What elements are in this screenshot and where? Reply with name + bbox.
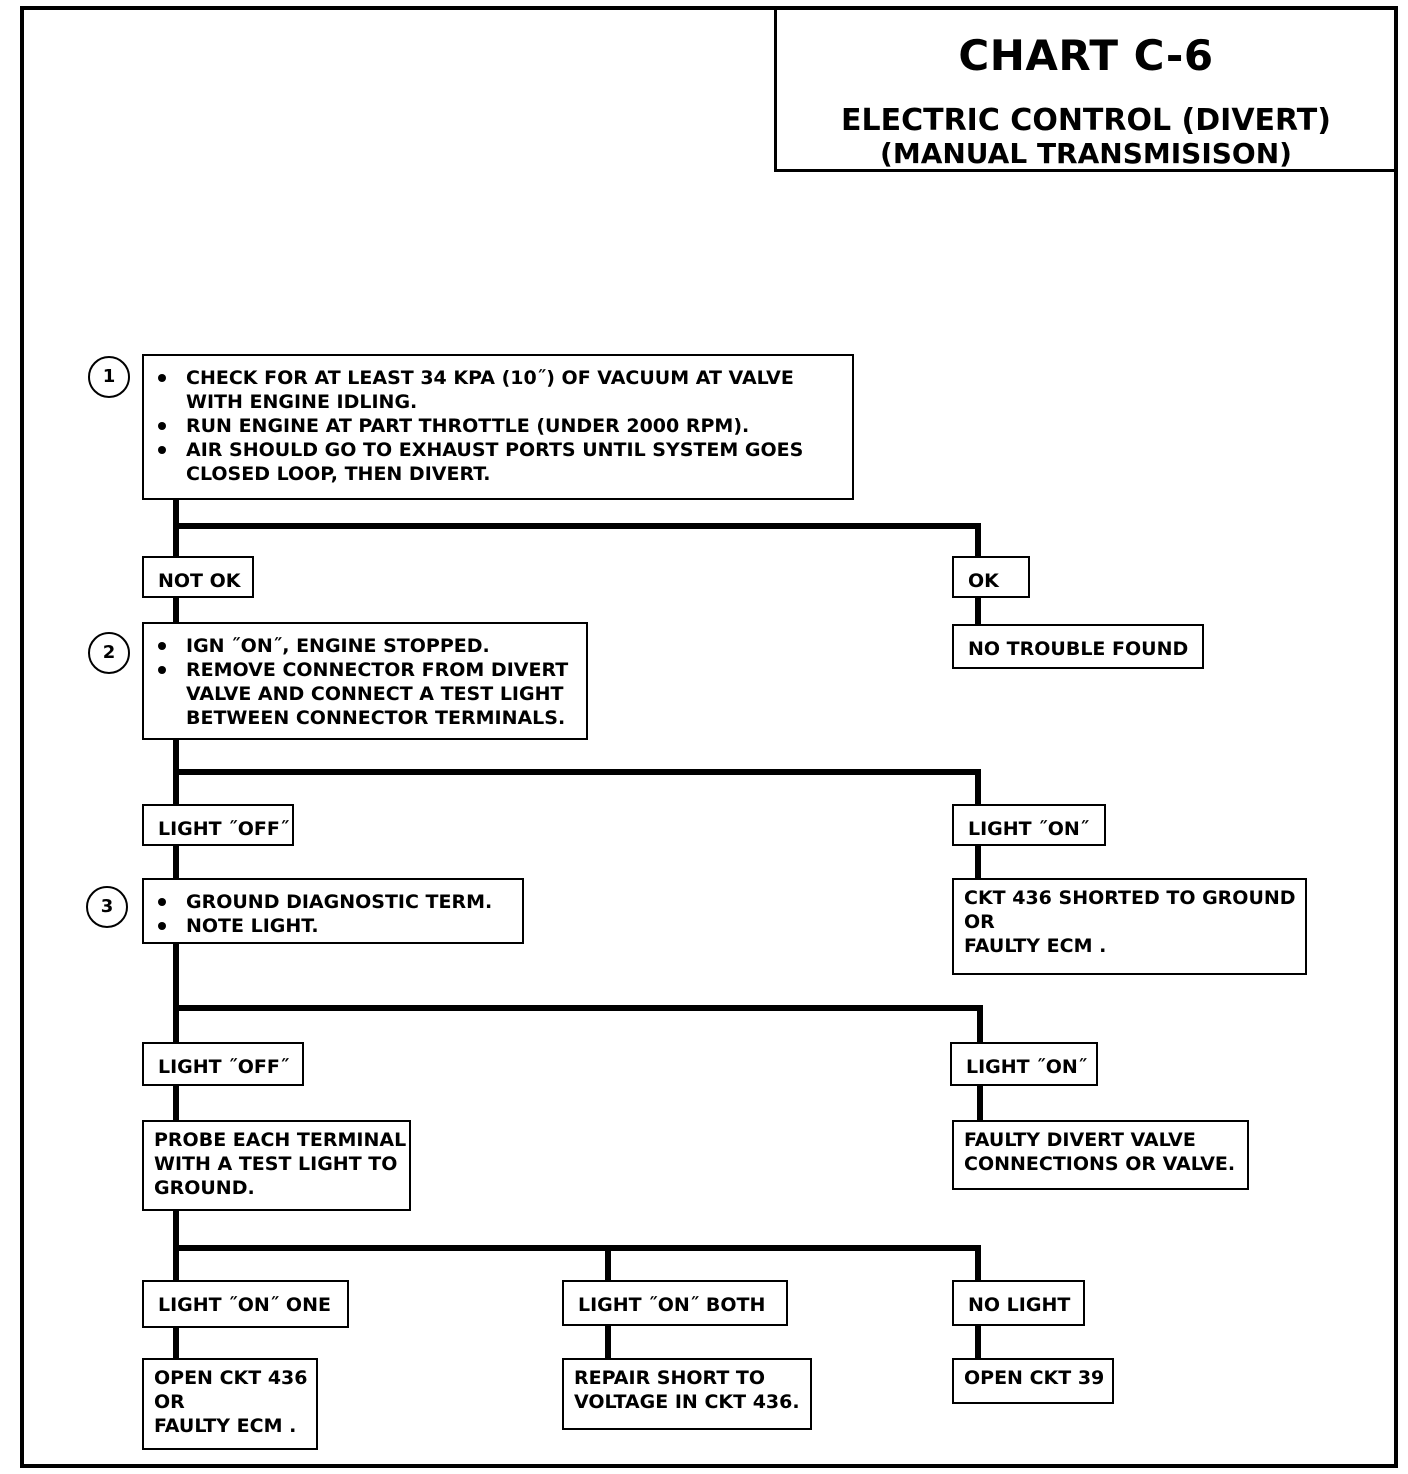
step-2-bullet: IGN ˝ON˝, ENGINE STOPPED. xyxy=(158,634,578,658)
result-open-ckt436: OPEN CKT 436 OR FAULTY ECM . xyxy=(142,1358,318,1450)
branch-ok: OK xyxy=(952,556,1030,598)
outer-frame xyxy=(20,6,1398,1468)
step-1-bullet: CHECK FOR AT LEAST 34 KPA (10˝) OF VACUU… xyxy=(158,366,844,414)
step-3-bullet: GROUND DIAGNOSTIC TERM. xyxy=(158,890,514,914)
connector-step3-split xyxy=(173,939,983,1045)
step-3-marker: 3 xyxy=(86,886,128,928)
chart-subtitle-transmission: (MANUAL TRANSMISISON) xyxy=(880,137,1292,170)
result-ckt436-shorted: CKT 436 SHORTED TO GROUND OR FAULTY ECM … xyxy=(952,878,1307,975)
branch-light-on-both: LIGHT ˝ON˝ BOTH xyxy=(562,1280,788,1326)
connector-step2-split xyxy=(173,735,981,807)
branch-not-ok: NOT OK xyxy=(142,556,254,598)
branch-step3-light-off: LIGHT ˝OFF˝ xyxy=(142,1042,304,1086)
step-3-instructions: GROUND DIAGNOSTIC TERM. NOTE LIGHT. xyxy=(142,878,524,944)
branch-step3-light-on: LIGHT ˝ON˝ xyxy=(950,1042,1098,1086)
step-1-bullet: RUN ENGINE AT PART THROTTLE (UNDER 2000 … xyxy=(158,414,844,438)
result-faulty-divert-valve: FAULTY DIVERT VALVE CONNECTIONS OR VALVE… xyxy=(952,1120,1249,1190)
branch-step2-light-on: LIGHT ˝ON˝ xyxy=(952,804,1106,846)
title-block: CHART C-6 ELECTRIC CONTROL (DIVERT) (MAN… xyxy=(774,6,1398,172)
connector-probe-split xyxy=(173,1207,981,1283)
branch-step2-light-off: LIGHT ˝OFF˝ xyxy=(142,804,294,846)
step-2-bullet: REMOVE CONNECTOR FROM DIVERT VALVE AND C… xyxy=(158,658,578,730)
result-repair-short: REPAIR SHORT TO VOLTAGE IN CKT 436. xyxy=(562,1358,812,1430)
branch-light-on-one: LIGHT ˝ON˝ ONE xyxy=(142,1280,349,1328)
step-2-marker: 2 xyxy=(88,632,130,674)
probe-terminals-instruction: PROBE EACH TERMINAL WITH A TEST LIGHT TO… xyxy=(142,1120,411,1211)
connector-step1-split xyxy=(173,495,981,559)
step-1-instructions: CHECK FOR AT LEAST 34 KPA (10˝) OF VACUU… xyxy=(142,354,854,500)
step-3-bullet: NOTE LIGHT. xyxy=(158,914,514,938)
step-1-bullet: AIR SHOULD GO TO EXHAUST PORTS UNTIL SYS… xyxy=(158,438,844,486)
branch-no-light: NO LIGHT xyxy=(952,1280,1085,1326)
chart-title: CHART C-6 xyxy=(958,31,1214,80)
result-no-trouble-found: NO TROUBLE FOUND xyxy=(952,624,1204,669)
result-open-ckt39: OPEN CKT 39 xyxy=(952,1358,1114,1404)
chart-subtitle: ELECTRIC CONTROL (DIVERT) xyxy=(841,103,1331,138)
step-1-marker: 1 xyxy=(88,356,130,398)
step-2-instructions: IGN ˝ON˝, ENGINE STOPPED. REMOVE CONNECT… xyxy=(142,622,588,740)
